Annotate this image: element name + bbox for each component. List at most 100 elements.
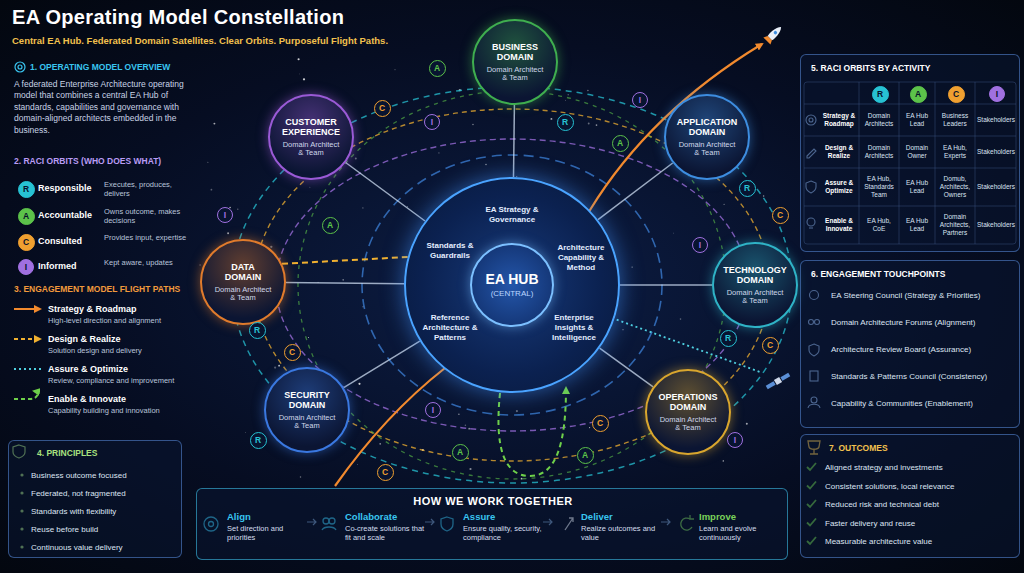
node-subtitle: Domain Architect & Team <box>676 140 738 157</box>
node-title: R <box>877 90 883 99</box>
text-group: I <box>431 118 433 127</box>
text-group: C <box>23 238 29 247</box>
flight-paths <box>335 44 762 486</box>
raci-orbit-badge: I <box>692 237 708 253</box>
text-group: TECHNOLOGY DOMAINDomain Architect & Team <box>724 265 786 306</box>
orbit-rings <box>232 87 792 483</box>
raci-orbit-badge: A <box>612 135 629 152</box>
how-we-work-band: HOW WE WORK TOGETHERAlignSet direction a… <box>196 488 788 560</box>
label: Accountable <box>38 210 102 220</box>
table-cell: EA Hub, CoE <box>861 207 897 243</box>
node-text: Domain Architecture Forums (Alignment) <box>831 318 1015 328</box>
node-title: R <box>23 185 29 194</box>
star <box>472 124 474 126</box>
text-group: R <box>877 90 883 99</box>
node-heading: 5. RACI ORBITS BY ACTIVITY <box>811 63 1011 73</box>
node-text: Co-create solutions that fit and scale <box>345 524 427 543</box>
table-cell: EA Hub, Standards Team <box>861 169 897 205</box>
legend-text: Design & Realize <box>48 334 190 344</box>
text-group: I <box>432 406 434 415</box>
node-title: C <box>379 104 385 113</box>
node-title: R <box>744 184 750 193</box>
raci-orbit-badge: R <box>739 180 756 197</box>
node-title: DATA DOMAIN <box>212 262 274 283</box>
star <box>459 89 461 91</box>
node-subtitle: (CENTRAL) <box>491 289 534 299</box>
text-group: A <box>434 64 440 73</box>
node-text: Enterprise Insights & Intelligence <box>546 313 602 343</box>
ea-hub-circle: EA Strategy & GovernanceStandards & Guar… <box>404 177 620 393</box>
satellite-icon <box>765 372 791 390</box>
raci-key-badge: C <box>18 234 35 251</box>
domain-satellite: DATA DOMAINDomain Architect & Team <box>200 239 286 325</box>
label: Capability building and innovation <box>48 406 190 415</box>
node-title: I <box>996 90 998 99</box>
node-title: A <box>457 448 463 457</box>
node-subtitle: Domain Architect & Team <box>657 415 719 432</box>
node-heading: 6. ENGAGEMENT TOUCHPOINTS <box>811 269 1011 279</box>
label: Executes, produces, delivers <box>104 180 190 199</box>
star <box>589 427 590 428</box>
legend-text: Assure & Optimize <box>48 364 190 374</box>
star <box>309 186 311 188</box>
node-text: Improve <box>699 511 783 522</box>
node-title: R <box>254 326 260 335</box>
spoke-connector <box>286 283 404 284</box>
star <box>308 337 309 338</box>
star <box>521 478 523 480</box>
text-group: R <box>23 185 29 194</box>
label: Review, compliance and improvement <box>48 376 190 385</box>
text-group: C <box>597 419 603 428</box>
text-group: C <box>777 211 783 220</box>
text-group: I <box>25 263 27 272</box>
node-text: Architecture Capability & Method <box>555 243 607 273</box>
node-title: APPLICATION DOMAIN <box>676 117 738 138</box>
node-text: Federated, not fragmented <box>31 489 179 499</box>
table-cell: Enable & Innovate <box>821 207 857 243</box>
raci-key-badge: A <box>18 208 35 225</box>
section-icons <box>15 62 25 72</box>
node-title: TECHNOLOGY DOMAIN <box>723 265 786 286</box>
raci-orbit-badge: C <box>772 207 789 224</box>
text-group: R <box>562 118 568 127</box>
node-title: C <box>597 419 603 428</box>
domain-satellite: OPERATIONS DOMAINDomain Architect & Team <box>645 369 731 455</box>
ea-hub-core: EA HUB(CENTRAL) <box>470 243 554 327</box>
star <box>362 207 363 208</box>
node-title: C <box>289 348 295 357</box>
star <box>587 90 589 92</box>
node-title: R <box>725 334 731 343</box>
domain-satellite: APPLICATION DOMAIN Domain Architect & Tea… <box>664 94 750 180</box>
table-cell: Stakeholders <box>977 169 1015 205</box>
star <box>362 306 363 307</box>
star <box>270 246 272 248</box>
text-group: R <box>725 334 731 343</box>
text-group: OPERATIONS DOMAINDomain Architect & Team <box>657 392 719 433</box>
node-title: BUSINESS DOMAIN <box>484 42 546 63</box>
node-title: I <box>25 263 27 272</box>
node-title: R <box>562 118 568 127</box>
star <box>355 158 357 160</box>
table-cell: EA Hub Lead <box>901 169 933 205</box>
raci-orbit-badge: I <box>632 92 648 108</box>
node-title: R <box>255 436 261 445</box>
spoke-connector <box>513 105 515 177</box>
node-title: A <box>434 64 440 73</box>
star <box>438 152 439 153</box>
node-title: A <box>582 451 588 460</box>
node-subtitle: Domain Architect & Team <box>484 65 546 82</box>
node-title: C <box>953 90 959 99</box>
table-cell: Stakeholders <box>977 137 1015 167</box>
node-text: Standards with flexibility <box>31 507 179 517</box>
text-group: I <box>639 96 641 105</box>
text-group: A <box>582 451 588 460</box>
star <box>303 78 305 80</box>
node-text: Reduced risk and technical debt <box>825 500 1015 510</box>
star <box>356 464 358 466</box>
text-group: CUSTOMER EXPERIENCEDomain Architect & Te… <box>280 117 342 158</box>
star <box>723 460 724 461</box>
raci-key-badge: R <box>18 181 35 198</box>
raci-orbit-badge: I <box>217 207 233 223</box>
raci-key-badge: C <box>948 86 965 103</box>
raci-key-badge: R <box>872 86 889 103</box>
